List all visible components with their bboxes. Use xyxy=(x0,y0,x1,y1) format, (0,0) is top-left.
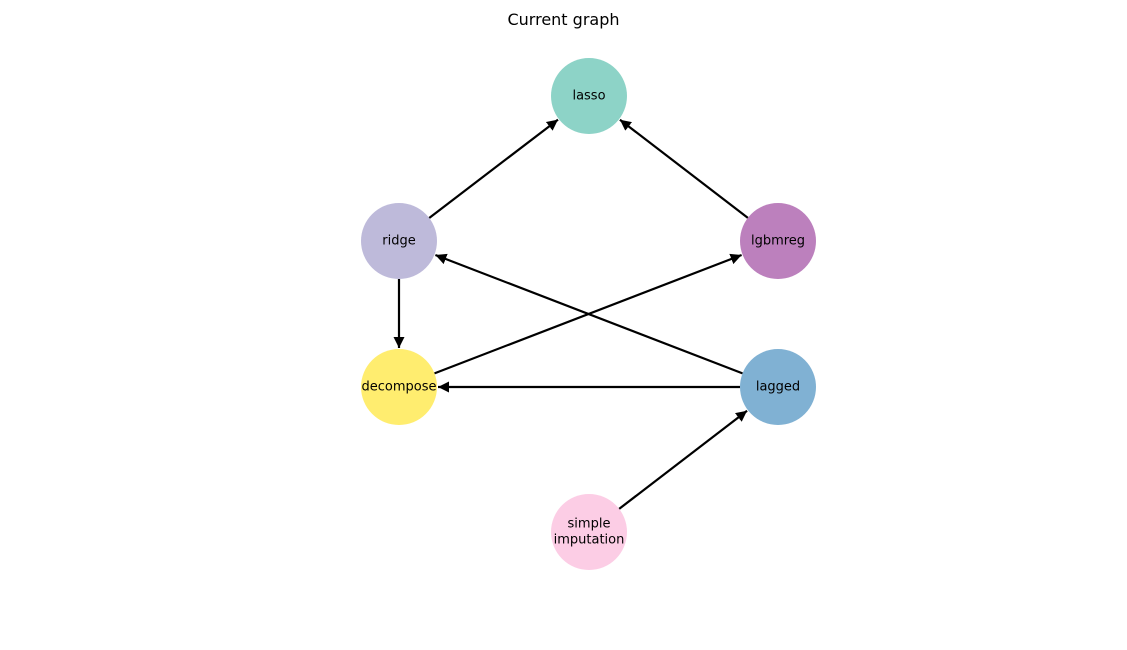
edge-ridge-to-lasso xyxy=(428,118,559,219)
node-label: ridge xyxy=(382,234,415,249)
node-circle xyxy=(361,203,437,279)
node-label: lgbmreg xyxy=(751,234,805,249)
node-label: lagged xyxy=(756,380,800,395)
nodes-layer: lasso ridge lgbmreg decompose lagged simpleim… xyxy=(361,58,816,570)
node-label: simple xyxy=(568,517,611,532)
node-label: lasso xyxy=(572,89,605,104)
node-circle xyxy=(740,203,816,279)
node-lasso: lasso xyxy=(551,58,627,134)
edges-layer xyxy=(393,118,749,510)
node-decompose: decompose xyxy=(361,349,437,425)
graph-title: Current graph xyxy=(507,10,620,29)
node-circle xyxy=(740,349,816,425)
node-circle xyxy=(361,349,437,425)
node-lgbmreg: lgbmreg xyxy=(740,203,816,279)
node-lagged: lagged xyxy=(740,349,816,425)
node-label: imputation xyxy=(554,533,625,548)
node-circle xyxy=(551,58,627,134)
node-ridge: ridge xyxy=(361,203,437,279)
edge-lagged-to-ridge xyxy=(434,253,743,375)
node-circle xyxy=(551,494,627,570)
edge-simple-imputation-to-lagged xyxy=(618,409,748,510)
node-label: decompose xyxy=(362,380,437,395)
edge-lgbmreg-to-lasso xyxy=(619,118,749,219)
